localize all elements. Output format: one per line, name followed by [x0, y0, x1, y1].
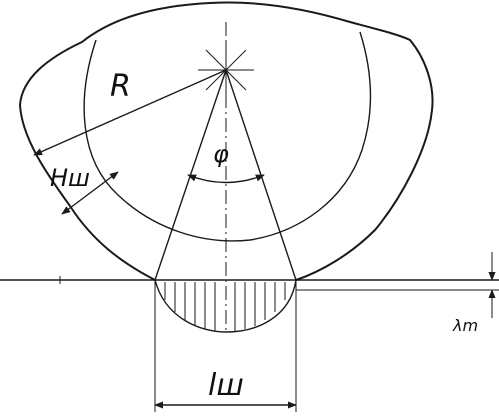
label-contact-length: lш: [208, 368, 244, 403]
contact-patch: [154, 279, 297, 333]
tread-inner-arc: [83, 31, 372, 242]
label-tread-depth: Hш: [50, 164, 90, 192]
label-angle: φ: [213, 140, 229, 168]
contact-hatching: [164, 282, 286, 331]
label-deflection: λm: [452, 316, 478, 335]
label-radius: R: [110, 69, 131, 104]
radius-line-right: [225, 69, 297, 281]
radius-line-left: [154, 69, 227, 281]
angle-arc: [187, 174, 265, 184]
tread-depth-dimension: [61, 171, 119, 215]
wheel-outer-contour: [18, 1, 434, 281]
radius-arrow: [33, 69, 227, 156]
